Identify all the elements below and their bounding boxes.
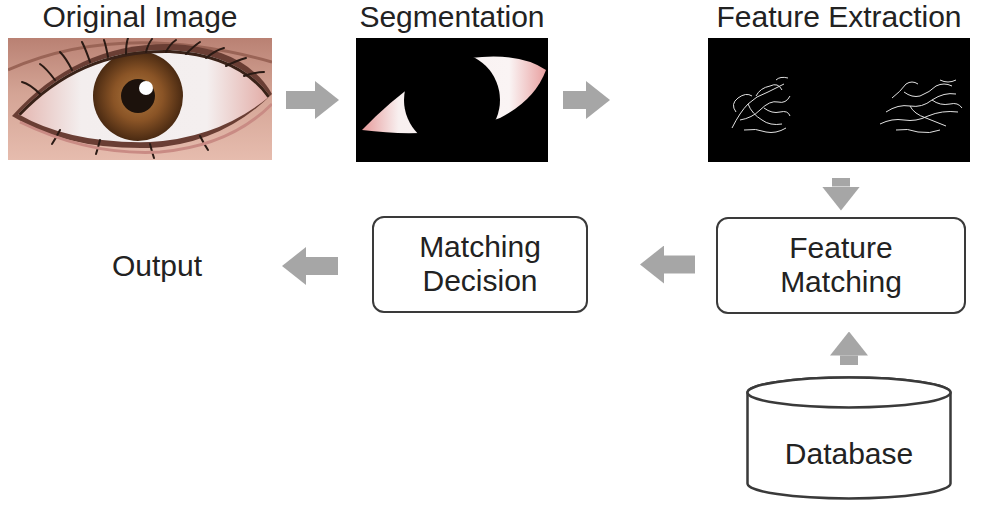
vessel [910, 106, 946, 126]
background [708, 38, 970, 162]
eyelash [146, 39, 152, 52]
pupil [121, 79, 155, 113]
vessel [932, 100, 962, 108]
eyelash [22, 82, 40, 94]
eyelash [206, 48, 224, 58]
vessel [880, 112, 958, 125]
image-panel: Segmentation [355, 0, 549, 162]
vessel-lines [732, 77, 962, 132]
eyelash [244, 72, 264, 76]
node-text: Matching Decision [395, 230, 565, 299]
eyelash [40, 64, 55, 80]
eyelashes [22, 38, 264, 158]
skin [8, 38, 272, 160]
vessel [748, 104, 782, 125]
vessel [740, 96, 790, 120]
vessel [732, 84, 784, 128]
highlight [139, 81, 153, 95]
output-label: Output [92, 235, 222, 298]
database-cylinder: Database [746, 376, 952, 500]
iris-mask [404, 52, 500, 148]
image-panel: Original Image [8, 0, 272, 162]
vessel [744, 128, 786, 133]
feature-image [708, 38, 970, 162]
eyelash [186, 42, 200, 54]
flow-arrow [664, 256, 695, 274]
background [356, 38, 548, 162]
eye-photo [8, 38, 272, 160]
process-box: Matching Decision [372, 216, 588, 313]
flow-arrow [832, 178, 850, 187]
vessel [904, 84, 952, 97]
vessel [776, 77, 788, 80]
flow-arrow [840, 356, 858, 366]
flow-arrow [563, 91, 586, 109]
cylinder-body [748, 378, 951, 499]
node-text: Output [112, 249, 202, 284]
sclera [18, 50, 270, 142]
eyelash [82, 42, 90, 62]
image-panel: Feature Extraction [708, 0, 970, 162]
vessel [940, 80, 956, 82]
flow-arrow [286, 91, 315, 109]
flow-arrow [306, 257, 338, 275]
eyelash [104, 40, 108, 57]
panel-title: Feature Extraction [708, 0, 970, 34]
lid-shadow [18, 50, 270, 114]
segmentation-image [356, 38, 548, 162]
panel-title: Segmentation [355, 0, 549, 34]
vessel [756, 85, 782, 96]
vessel [764, 108, 790, 116]
panel-title: Original Image [8, 0, 272, 34]
eyelash [226, 58, 246, 66]
node-text: Feature Matching [756, 231, 926, 300]
lower-lid [20, 104, 272, 152]
node-text: Database [785, 437, 913, 472]
eyelash [60, 52, 72, 70]
iris [93, 51, 183, 141]
vessel [886, 94, 956, 112]
vessel [733, 94, 752, 112]
eyelash [166, 40, 176, 52]
eyelash [126, 38, 128, 54]
vessel [896, 129, 940, 132]
process-box: Feature Matching [716, 217, 966, 314]
cylinder-top [748, 378, 951, 408]
vessel [892, 82, 918, 98]
